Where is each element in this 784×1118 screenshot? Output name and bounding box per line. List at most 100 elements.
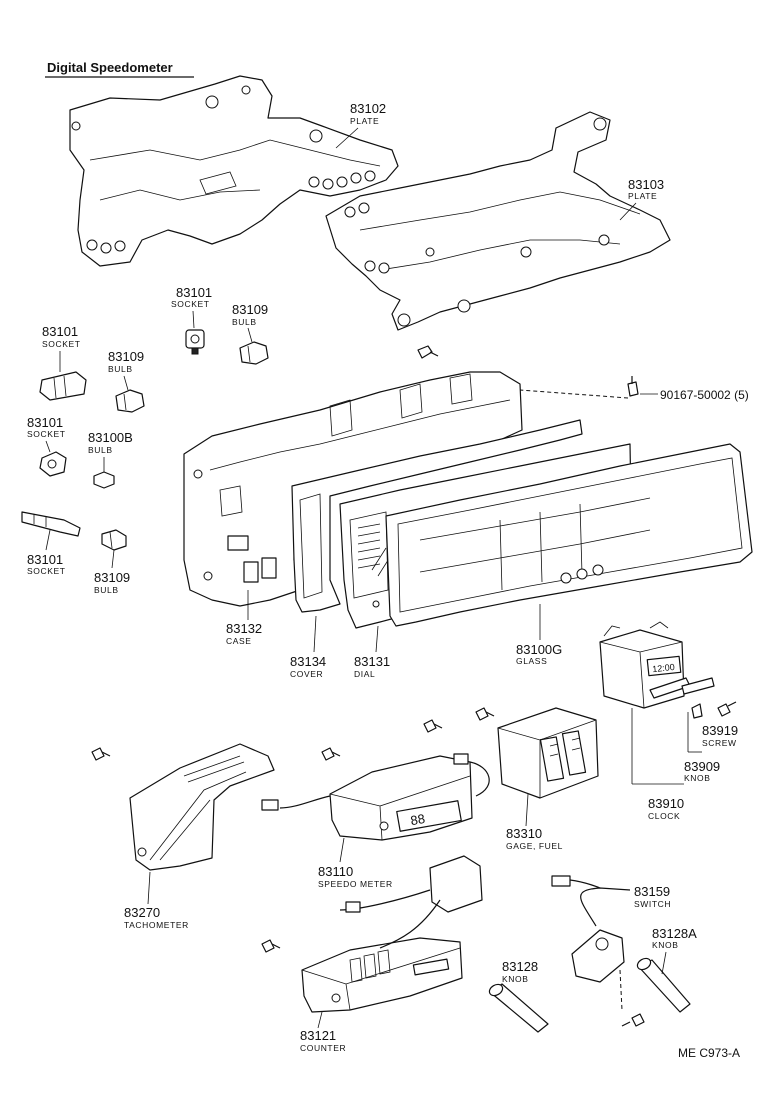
plate-83102[interactable]	[69, 75, 399, 267]
screw-83919[interactable]	[717, 701, 737, 717]
part-name: TACHOMETER	[124, 920, 189, 930]
label-83919: 83919 SCREW	[702, 723, 738, 748]
part-name: SPEEDO METER	[318, 879, 393, 889]
part-name: BULB	[94, 585, 119, 595]
part-name: SOCKET	[171, 299, 210, 309]
switch-screw-leader	[619, 969, 623, 1011]
part-name: GAGE, FUEL	[506, 841, 563, 851]
screw-counter[interactable]	[261, 939, 281, 953]
part-number: 83919	[702, 723, 738, 738]
part-number: 83101	[27, 552, 63, 567]
label-83101-top: 83101 SOCKET	[171, 285, 212, 329]
label-83109-third: 83109 BULB	[94, 549, 130, 595]
fuel-gage-83310[interactable]	[497, 707, 599, 799]
part-number: 90167-50002 (5)	[660, 388, 749, 402]
part-number: 83101	[42, 324, 78, 339]
socket-83101-fourth[interactable]	[21, 511, 81, 537]
bulb-83109-third[interactable]	[101, 529, 127, 551]
part-name: CLOCK	[648, 811, 680, 821]
cover-83134[interactable]	[291, 419, 583, 613]
part-name: PLATE	[350, 116, 379, 126]
socket-83101-third[interactable]	[39, 451, 67, 477]
title-text: Digital Speedometer	[47, 60, 173, 75]
screw-90167[interactable]	[627, 376, 639, 397]
socket-83101-second[interactable]	[39, 371, 87, 401]
part-name: BULB	[108, 364, 133, 374]
part-name: DIAL	[354, 669, 375, 679]
label-83101-third: 83101 SOCKET	[27, 415, 66, 453]
counter-83121[interactable]	[301, 855, 483, 1013]
tachometer-83270[interactable]	[129, 743, 275, 871]
knob-83909[interactable]	[691, 703, 703, 719]
label-83109-second: 83109 BULB	[108, 349, 144, 391]
part-name: SCREW	[702, 738, 737, 748]
part-number: 83310	[506, 826, 542, 841]
speedo-readout: 88	[409, 811, 426, 828]
part-name: KNOB	[502, 974, 529, 984]
part-number: 83270	[124, 905, 160, 920]
part-number: 83101	[176, 285, 212, 300]
screw-speedo[interactable]	[321, 747, 341, 761]
part-number: 83102	[350, 101, 386, 116]
label-83100b: 83100B BULB	[88, 430, 133, 472]
label-90167: 90167-50002 (5)	[640, 388, 749, 402]
label-83131: 83131 DIAL	[354, 625, 390, 679]
part-number: 83110	[318, 864, 353, 879]
label-83100g: 83100G GLASS	[516, 604, 562, 666]
part-number: 83103	[628, 177, 664, 192]
label-83102: 83102 PLATE	[335, 101, 386, 149]
part-number: 83128	[502, 959, 538, 974]
part-name: COUNTER	[300, 1043, 346, 1053]
screw-fuel-left[interactable]	[423, 719, 443, 733]
speedometer-83110[interactable]: 88	[261, 753, 490, 841]
label-83121: 83121 COUNTER	[300, 1011, 346, 1053]
part-name: BULB	[232, 317, 257, 327]
label-83132: 83132 CASE	[226, 590, 262, 646]
part-number: 83121	[300, 1028, 336, 1043]
part-number: 83128A	[652, 926, 697, 941]
part-name: SOCKET	[27, 429, 66, 439]
part-number: 83909	[684, 759, 720, 774]
part-number: 83109	[94, 570, 130, 585]
part-name: SOCKET	[27, 566, 66, 576]
part-number: 83100B	[88, 430, 133, 445]
part-name: GLASS	[516, 656, 547, 666]
label-83909: 83909 KNOB	[684, 712, 720, 783]
screw-fuel-right[interactable]	[475, 707, 495, 721]
part-number: 83134	[290, 654, 326, 669]
part-name: KNOB	[652, 940, 679, 950]
knob-83128[interactable]	[487, 982, 549, 1033]
socket-83101-top[interactable]	[185, 329, 205, 355]
knob-83128a[interactable]	[635, 956, 691, 1013]
label-83109-top: 83109 BULB	[232, 302, 268, 343]
label-83128: 83128 KNOB	[502, 959, 538, 984]
label-83101-fourth: 83101 SOCKET	[27, 529, 66, 576]
bulb-83109-top[interactable]	[239, 341, 269, 365]
label-83310: 83310 GAGE, FUEL	[506, 793, 563, 851]
part-name: SOCKET	[42, 339, 81, 349]
clock-83910[interactable]: 12:00	[599, 621, 715, 709]
glass-83100g[interactable]	[385, 443, 753, 627]
part-number: 83109	[232, 302, 268, 317]
plate-83103[interactable]	[325, 111, 671, 331]
switch-83159[interactable]	[551, 875, 631, 983]
part-number: 83100G	[516, 642, 562, 657]
part-number: 83131	[354, 654, 390, 669]
part-name: CASE	[226, 636, 252, 646]
part-number: 83101	[27, 415, 63, 430]
label-83110: 83110 SPEEDO METER	[318, 837, 393, 889]
reference-code: ME C973-A	[678, 1046, 740, 1060]
part-name: PLATE	[628, 191, 657, 201]
screw-top-case[interactable]	[417, 345, 439, 359]
part-number: 83159	[634, 884, 670, 899]
part-number: 83910	[648, 796, 684, 811]
screw-switch[interactable]	[621, 1013, 645, 1027]
part-name: KNOB	[684, 773, 711, 783]
screw-tacho[interactable]	[91, 747, 111, 761]
part-name: COVER	[290, 669, 323, 679]
bulb-83109-second[interactable]	[115, 389, 145, 413]
part-number: 83109	[108, 349, 144, 364]
bulb-83100b[interactable]	[93, 471, 115, 489]
diagram-title: Digital Speedometer	[45, 60, 194, 78]
part-name: BULB	[88, 445, 113, 455]
